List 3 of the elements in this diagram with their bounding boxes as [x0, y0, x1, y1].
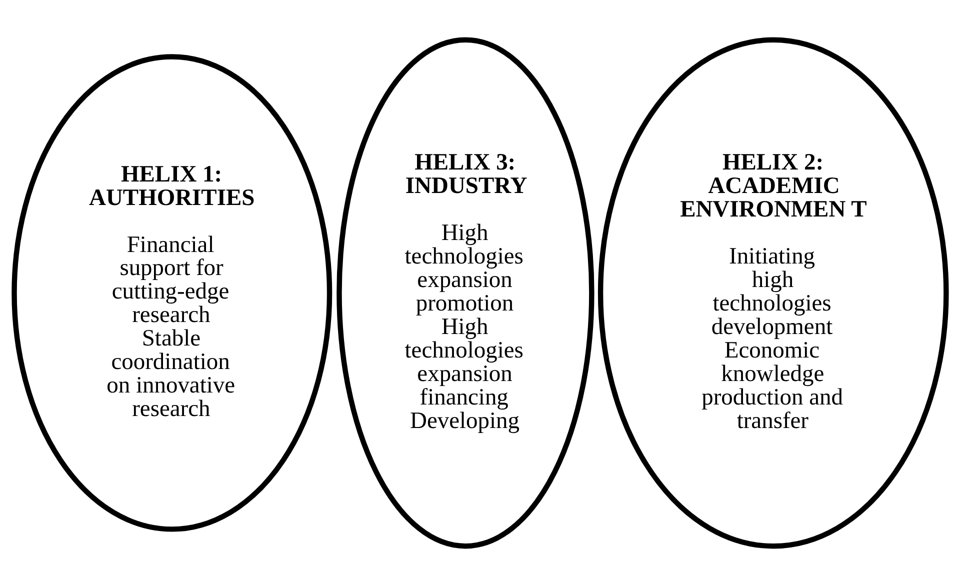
- node-ellipse: HELIX 1: AUTHORITIES Financial support for cutting-edge research Stable coordination on innovative research: [12, 54, 332, 532]
- node-ellipse: HELIX 3: INDUSTRY High technologies expansion promotion High technologies expansion financing Developing: [336, 36, 594, 548]
- node-ellipse: HELIX 2: ACADEMIC ENVIRONMEN T Initiating high technologies development Economic knowledge production and transfer: [598, 36, 949, 548]
